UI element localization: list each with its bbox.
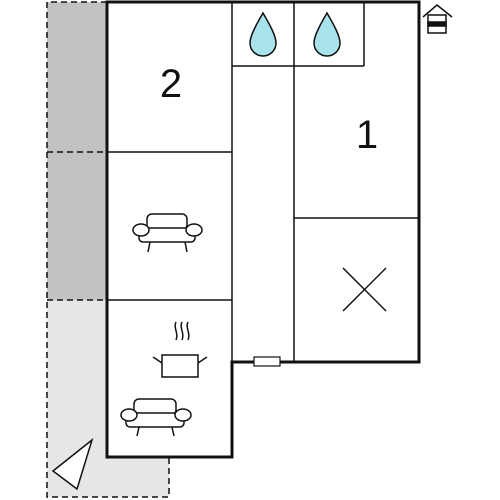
direction-arrow-icon <box>51 437 94 491</box>
sofa-icon <box>120 398 192 437</box>
interior-walls <box>107 2 419 457</box>
outdoor-areas <box>46 1 170 498</box>
house-icon <box>422 4 453 34</box>
cross-icon <box>342 267 387 312</box>
terrace-dark <box>47 2 107 300</box>
sofa-icon <box>132 213 203 253</box>
room-label-2: 2 <box>160 62 182 106</box>
door-marker <box>253 356 281 367</box>
cooking-pot-icon <box>152 321 208 378</box>
terrace-light <box>47 300 169 497</box>
room-label-1: 1 <box>356 113 378 157</box>
water-drop-icon <box>313 11 341 57</box>
water-drop-icon <box>249 11 277 57</box>
terrace-dashed-outline <box>46 1 170 498</box>
